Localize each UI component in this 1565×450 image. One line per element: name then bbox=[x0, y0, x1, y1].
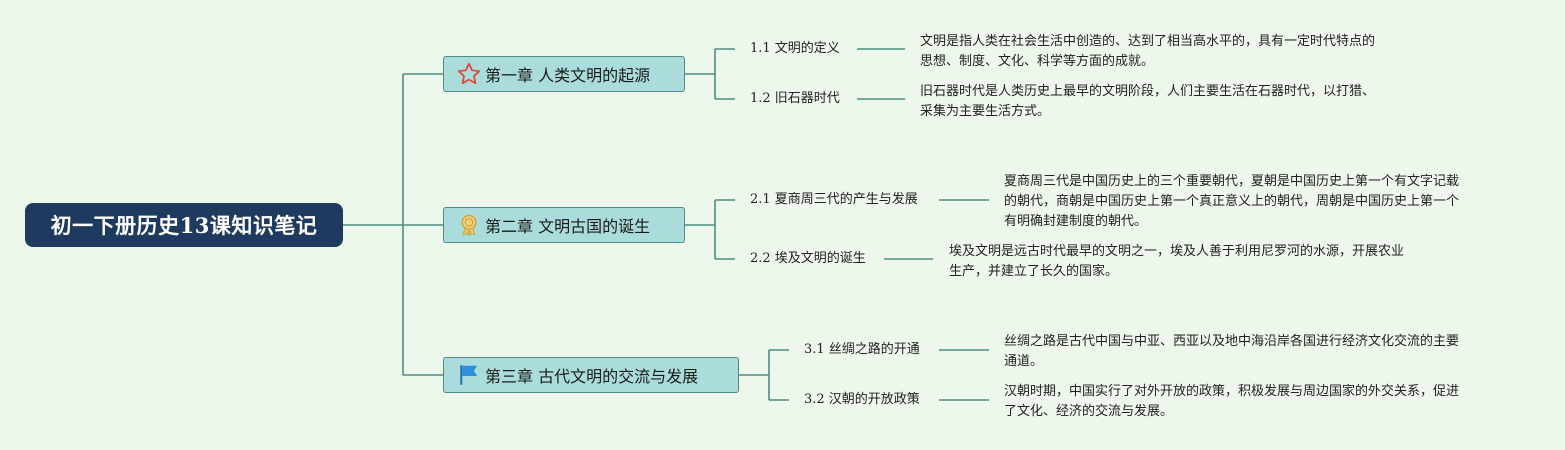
topic-1-2-description: 旧石器时代是人类历史上最早的文明阶段，人们主要生活在石器时代，以打猎、 采集为主… bbox=[920, 82, 1420, 122]
description-line: 汉朝时期，中国实行了对外开放的政策，积极发展与周边国家的外交关系，促进 bbox=[1004, 384, 1460, 399]
topic-2-2[interactable]: 2.2 埃及文明的诞生 bbox=[750, 251, 866, 266]
chapter-1-node[interactable]: 第一章 人类文明的起源 bbox=[443, 56, 685, 92]
chapter-3-node[interactable]: 第三章 古代文明的交流与发展 bbox=[443, 357, 739, 393]
chapter-3-title: 第三章 古代文明的交流与发展 bbox=[485, 367, 699, 386]
root-title: 初一下册历史13课知识笔记 bbox=[50, 213, 318, 238]
description-line: 埃及文明是远古时代最早的文明之一，埃及人善于利用尼罗河的水源，开展农业 bbox=[949, 244, 1405, 259]
description-line: 采集为主要生活方式。 bbox=[920, 104, 1051, 119]
description-line: 有明确封建制度的朝代。 bbox=[1004, 214, 1148, 229]
chapter-1-title: 第一章 人类文明的起源 bbox=[485, 66, 651, 85]
topic-3-1-description: 丝绸之路是古代中国与中亚、西亚以及地中海沿岸各国进行经济文化交流的主要 通道。 bbox=[1004, 332, 1504, 372]
description-line: 思想、制度、文化、科学等方面的成就。 bbox=[920, 54, 1155, 69]
topic-2-1-description: 夏商周三代是中国历史上的三个重要朝代，夏朝是中国历史上第一个有文字记载 的朝代，… bbox=[1004, 172, 1504, 232]
topic-1-1[interactable]: 1.1 文明的定义 bbox=[750, 41, 840, 56]
description-line: 了文化、经济的交流与发展。 bbox=[1004, 404, 1174, 419]
root-topic[interactable]: 初一下册历史13课知识笔记 bbox=[25, 203, 343, 247]
award-medal-icon bbox=[461, 214, 477, 237]
description-line: 旧石器时代是人类历史上最早的文明阶段，人们主要生活在石器时代，以打猎、 bbox=[920, 84, 1376, 99]
topic-1-1-description: 文明是指人类在社会生活中创造的、达到了相当高水平的，具有一定时代特点的 思想、制… bbox=[920, 32, 1420, 72]
topic-3-2[interactable]: 3.2 汉朝的开放政策 bbox=[804, 392, 920, 407]
description-line: 通道。 bbox=[1004, 354, 1044, 369]
topic-2-2-description: 埃及文明是远古时代最早的文明之一，埃及人善于利用尼罗河的水源，开展农业 生产，并… bbox=[949, 242, 1449, 282]
topic-3-2-description: 汉朝时期，中国实行了对外开放的政策，积极发展与周边国家的外交关系，促进 了文化、… bbox=[1004, 382, 1504, 422]
description-line: 的朝代，商朝是中国历史上第一个真正意义上的朝代，周朝是中国历史上第一个 bbox=[1004, 194, 1460, 209]
chapter-2-title: 第二章 文明古国的诞生 bbox=[485, 217, 651, 236]
topic-2-1[interactable]: 2.1 夏商周三代的产生与发展 bbox=[750, 192, 918, 207]
star-icon bbox=[457, 62, 481, 85]
chapter-2-node[interactable]: 第二章 文明古国的诞生 bbox=[443, 207, 685, 243]
topic-3-1[interactable]: 3.1 丝绸之路的开通 bbox=[804, 342, 920, 357]
description-line: 文明是指人类在社会生活中创造的、达到了相当高水平的，具有一定时代特点的 bbox=[920, 34, 1376, 49]
description-line: 夏商周三代是中国历史上的三个重要朝代，夏朝是中国历史上第一个有文字记载 bbox=[1004, 174, 1460, 189]
description-line: 丝绸之路是古代中国与中亚、西亚以及地中海沿岸各国进行经济文化交流的主要 bbox=[1004, 334, 1460, 349]
flag-icon bbox=[460, 365, 478, 385]
description-line: 生产，并建立了长久的国家。 bbox=[949, 264, 1119, 279]
topic-1-2[interactable]: 1.2 旧石器时代 bbox=[750, 91, 840, 106]
